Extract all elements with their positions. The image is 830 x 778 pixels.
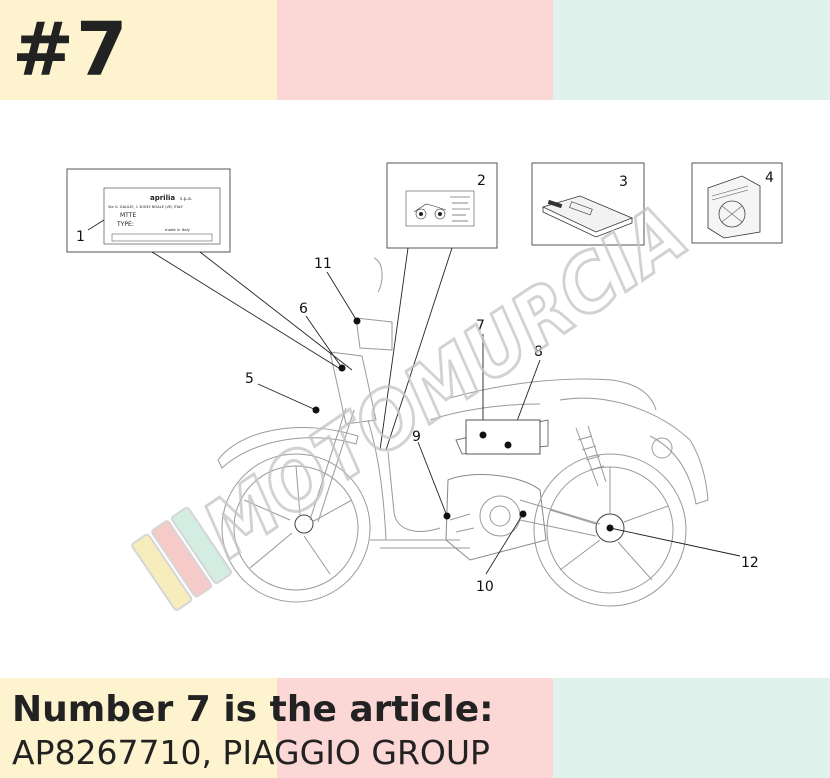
watermark-stripe-yellow <box>131 533 193 611</box>
callout-6: 6 <box>299 301 308 317</box>
part-number-title: #7 <box>12 7 130 93</box>
header-band-yellow <box>0 0 277 100</box>
label-address: Via G. GALILEI, 1 30033 NOALE (VE) ITALY <box>108 205 184 209</box>
detail-box-1: aprilia s.p.a. Via G. GALILEI, 1 30033 N… <box>66 168 231 253</box>
header-band-pink <box>276 0 554 100</box>
footer-band-pink <box>276 678 554 778</box>
callout-3: 3 <box>619 174 628 190</box>
header-band <box>0 0 830 100</box>
label-field-mtte: MTTE <box>120 212 136 219</box>
callout-8: 8 <box>534 344 543 360</box>
label-made-in: made in Italy <box>165 227 191 232</box>
detail-box-3 <box>531 162 645 246</box>
footer-band-green <box>553 678 830 778</box>
article-caption: Number 7 is the article: AP8267710, PIAG… <box>12 688 494 774</box>
callout-4: 4 <box>765 170 774 186</box>
callout-10: 10 <box>476 579 494 595</box>
watermark-stripe-green <box>171 506 233 585</box>
detail-box-4 <box>691 162 783 244</box>
detail-box-2 <box>386 162 498 249</box>
callout-12: 12 <box>741 555 759 571</box>
callout-5: 5 <box>245 371 254 387</box>
article-caption-line2: AP8267710, PIAGGIO GROUP <box>12 733 490 772</box>
callout-11: 11 <box>314 256 332 272</box>
callout-numbers: 1 2 3 4 5 6 7 8 9 10 11 12 <box>76 170 774 595</box>
exploded-diagram: aprilia s.p.a. Via G. GALILEI, 1 30033 N… <box>66 162 783 611</box>
callout-2: 2 <box>477 173 486 189</box>
footer-band <box>0 678 830 778</box>
callout-1: 1 <box>76 229 85 245</box>
label-field-type: TYPE: <box>116 221 134 228</box>
watermark-stripe-pink <box>151 520 213 598</box>
label-suffix: s.p.a. <box>180 197 192 202</box>
callout-9: 9 <box>412 429 421 445</box>
header-band-green <box>553 0 830 100</box>
callout-7: 7 <box>476 318 485 334</box>
item-7-placard <box>465 419 541 455</box>
footer-band-yellow <box>0 678 277 778</box>
leader-lines <box>151 247 741 575</box>
callout-dots <box>312 317 614 532</box>
label-brand: aprilia <box>150 194 175 202</box>
article-caption-line1: Number 7 is the article: <box>12 689 494 730</box>
scooter-drawing <box>217 257 709 607</box>
